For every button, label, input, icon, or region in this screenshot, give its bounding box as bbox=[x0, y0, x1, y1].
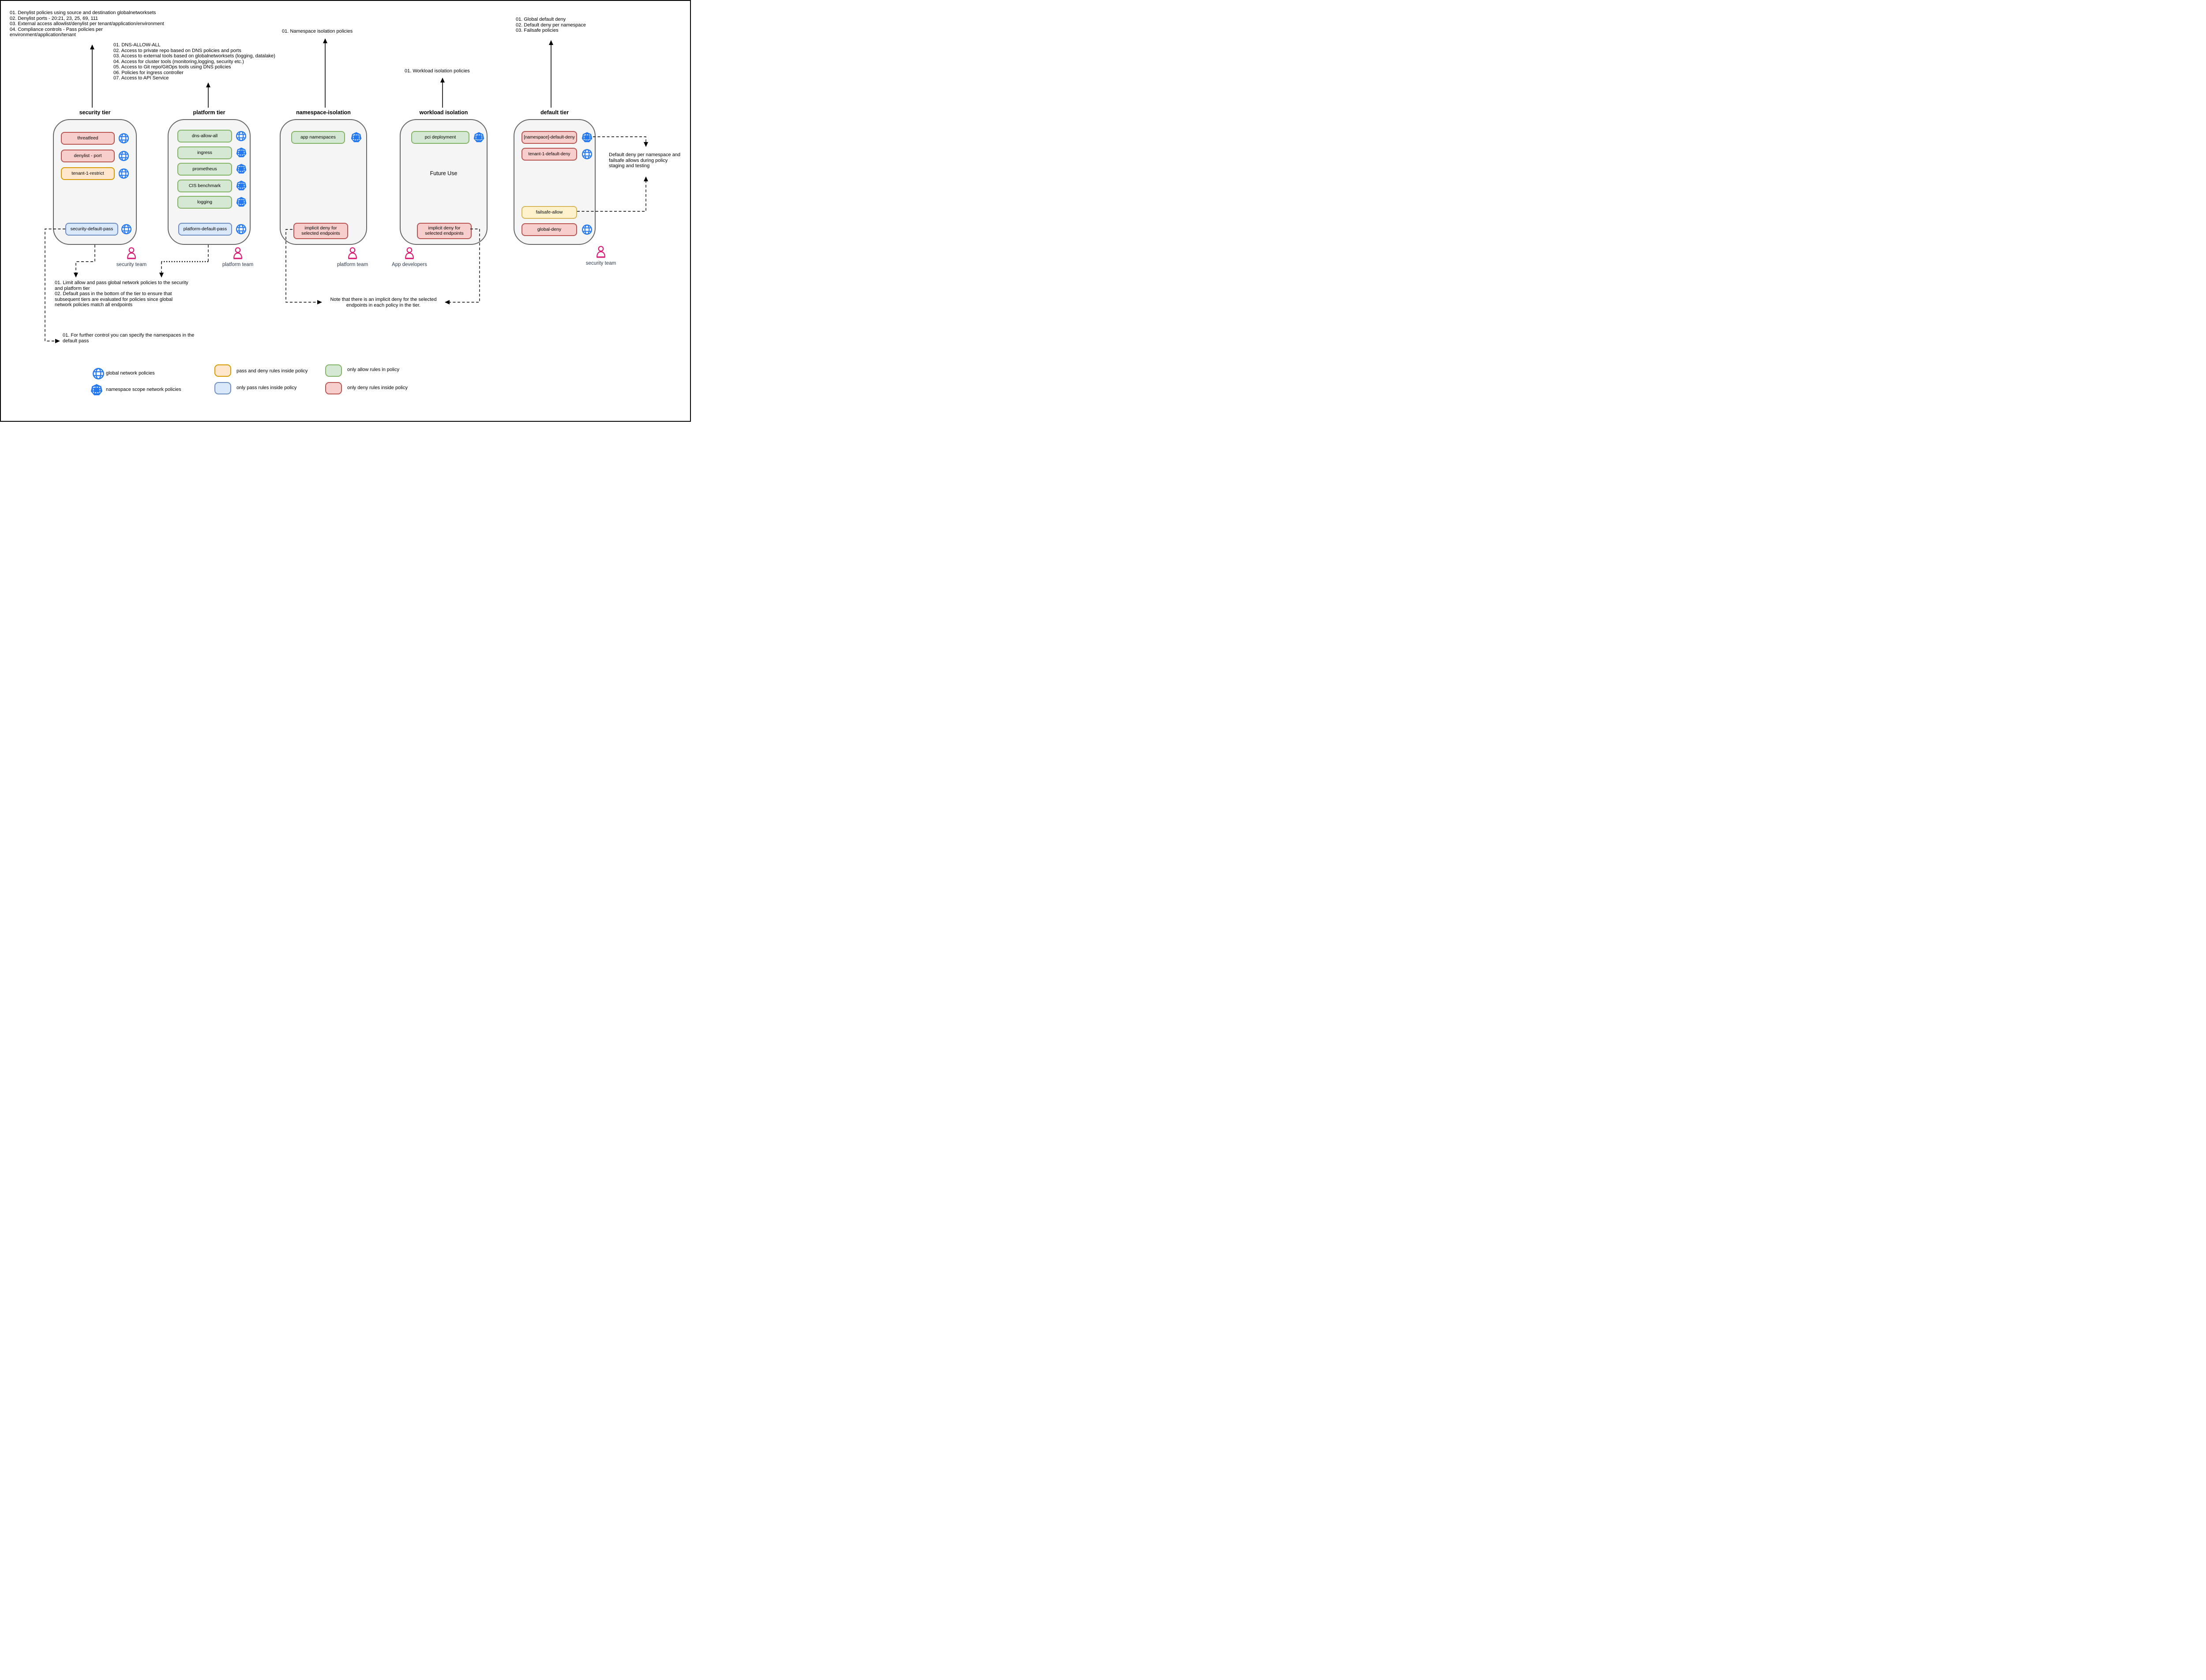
global-network-policy-icon bbox=[118, 133, 129, 144]
policy-cis-benchmark: CIS benchmark bbox=[177, 180, 232, 192]
staging-note: Default deny per namespace and failsafe … bbox=[609, 152, 681, 169]
policy-security-default-pass: security-default-pass bbox=[65, 223, 118, 236]
policy-failsafe-allow: failsafe-allow bbox=[521, 206, 577, 219]
legend-allow-swatch bbox=[325, 364, 342, 377]
default-tier-title: default tier bbox=[540, 109, 569, 116]
pass-notes: 01. Limit allow and pass global network … bbox=[55, 280, 188, 308]
platform-tier-title: platform tier bbox=[193, 109, 225, 116]
global-network-policy-icon bbox=[118, 168, 129, 179]
policy-implicit-deny-workload: implicit deny for selected endpoints bbox=[417, 223, 472, 239]
tier-default: [namespace]-default-deny tenant-1-defaul… bbox=[514, 119, 596, 245]
future-use-label: Future Use bbox=[430, 170, 458, 176]
global-network-policy-icon bbox=[582, 224, 593, 235]
implicit-deny-note: Note that there is an implicit deny for … bbox=[330, 297, 437, 308]
tier-platform: dns-allow-all ingress prometheus CIS ben… bbox=[168, 119, 251, 245]
team-security-2: security team bbox=[581, 245, 621, 266]
tier-namespace-isolation: app namespaces implicit deny for selecte… bbox=[280, 119, 367, 245]
team-label: platform team bbox=[337, 262, 368, 267]
global-network-policy-icon bbox=[582, 149, 593, 160]
policy-ingress: ingress bbox=[177, 146, 232, 159]
policy-namespace-default-deny: [namespace]-default-deny bbox=[521, 131, 577, 144]
policy-global-deny: global-deny bbox=[521, 223, 577, 236]
global-network-policy-icon bbox=[121, 224, 132, 235]
team-security-1: security team bbox=[112, 247, 151, 267]
legend-allow-label: only allow rules in policy bbox=[347, 367, 399, 372]
policy-platform-default-pass: platform-default-pass bbox=[178, 223, 232, 236]
person-icon bbox=[231, 247, 244, 261]
global-network-policy-icon bbox=[236, 224, 247, 235]
legend-global-label: global network policies bbox=[106, 371, 155, 376]
policy-implicit-deny-namespace: implicit deny for selected endpoints bbox=[293, 223, 348, 239]
tier-workload-isolation: pci deployment Future Use implicit deny … bbox=[400, 119, 488, 245]
namespace-policy-icon bbox=[236, 180, 247, 191]
namespace-isolation-note: 01. Namespace isolation policies bbox=[282, 29, 353, 34]
legend-deny-swatch bbox=[325, 382, 342, 394]
workload-isolation-title: workload isolation bbox=[419, 109, 468, 116]
namespace-isolation-title: namespace-isolation bbox=[296, 109, 351, 116]
legend-namespace-policy-icon bbox=[90, 383, 103, 397]
team-app-developers: App developers bbox=[390, 247, 429, 267]
connector-security-tier-to-pass-notes bbox=[74, 245, 95, 278]
policy-app-namespaces: app namespaces bbox=[291, 131, 345, 144]
person-icon bbox=[594, 245, 608, 259]
person-icon bbox=[125, 247, 138, 261]
namespace-policy-icon bbox=[581, 131, 593, 143]
default-tier-notes: 01. Global default deny 02. Default deny… bbox=[516, 17, 586, 33]
team-platform-2: platform team bbox=[333, 247, 372, 267]
namespace-policy-icon bbox=[473, 131, 485, 143]
person-icon bbox=[403, 247, 416, 261]
team-platform-1: platform team bbox=[218, 247, 258, 267]
namespace-policy-icon bbox=[236, 163, 247, 175]
legend-global-network-policy-icon bbox=[92, 368, 105, 380]
security-tier-notes: 01. Denylist policies using source and d… bbox=[10, 10, 164, 38]
diagram-canvas: 01. Denylist policies using source and d… bbox=[0, 0, 691, 422]
namespace-policy-icon bbox=[350, 131, 362, 143]
policy-prometheus: prometheus bbox=[177, 163, 232, 176]
connector-namespace-default-deny-to-staging-note bbox=[593, 136, 648, 147]
team-label: security team bbox=[116, 262, 147, 267]
platform-tier-notes: 01. DNS-ALLOW-ALL 02. Access to private … bbox=[113, 42, 275, 81]
policy-tenant-1-default-deny: tenant-1-default-deny bbox=[521, 148, 577, 161]
global-network-policy-icon bbox=[236, 131, 247, 142]
team-label: security team bbox=[585, 261, 616, 266]
legend-pass-label: only pass rules inside policy bbox=[236, 385, 297, 390]
namespaces-note: 01. For further control you can specify … bbox=[63, 333, 195, 344]
legend-passdeny-label: pass and deny rules inside policy bbox=[236, 368, 308, 374]
legend-pass-swatch bbox=[214, 382, 231, 394]
policy-threatfeed: threatfeed bbox=[61, 132, 115, 145]
team-label: platform team bbox=[222, 262, 254, 267]
security-tier-title: security tier bbox=[79, 109, 111, 116]
namespace-policy-icon bbox=[236, 147, 247, 158]
team-label: App developers bbox=[392, 262, 427, 267]
global-network-policy-icon bbox=[118, 150, 129, 161]
policy-dns-allow-all: dns-allow-all bbox=[177, 130, 232, 142]
legend-namespace-label: namespace scope network policies bbox=[106, 387, 181, 392]
policy-logging: logging bbox=[177, 196, 232, 209]
namespace-policy-icon bbox=[236, 196, 247, 208]
person-icon bbox=[346, 247, 359, 261]
legend-deny-label: only deny rules inside policy bbox=[347, 385, 408, 390]
policy-pci-deployment: pci deployment bbox=[411, 131, 469, 144]
workload-isolation-note: 01. Workload isolation policies bbox=[405, 68, 470, 74]
policy-denylist-port: denylist - port bbox=[61, 150, 115, 162]
legend-passdeny-swatch bbox=[214, 364, 231, 377]
tier-security: threatfeed denylist - port tenant-1-rest… bbox=[53, 119, 137, 245]
policy-tenant-1-restrict: tenant-1-restrict bbox=[61, 167, 115, 180]
